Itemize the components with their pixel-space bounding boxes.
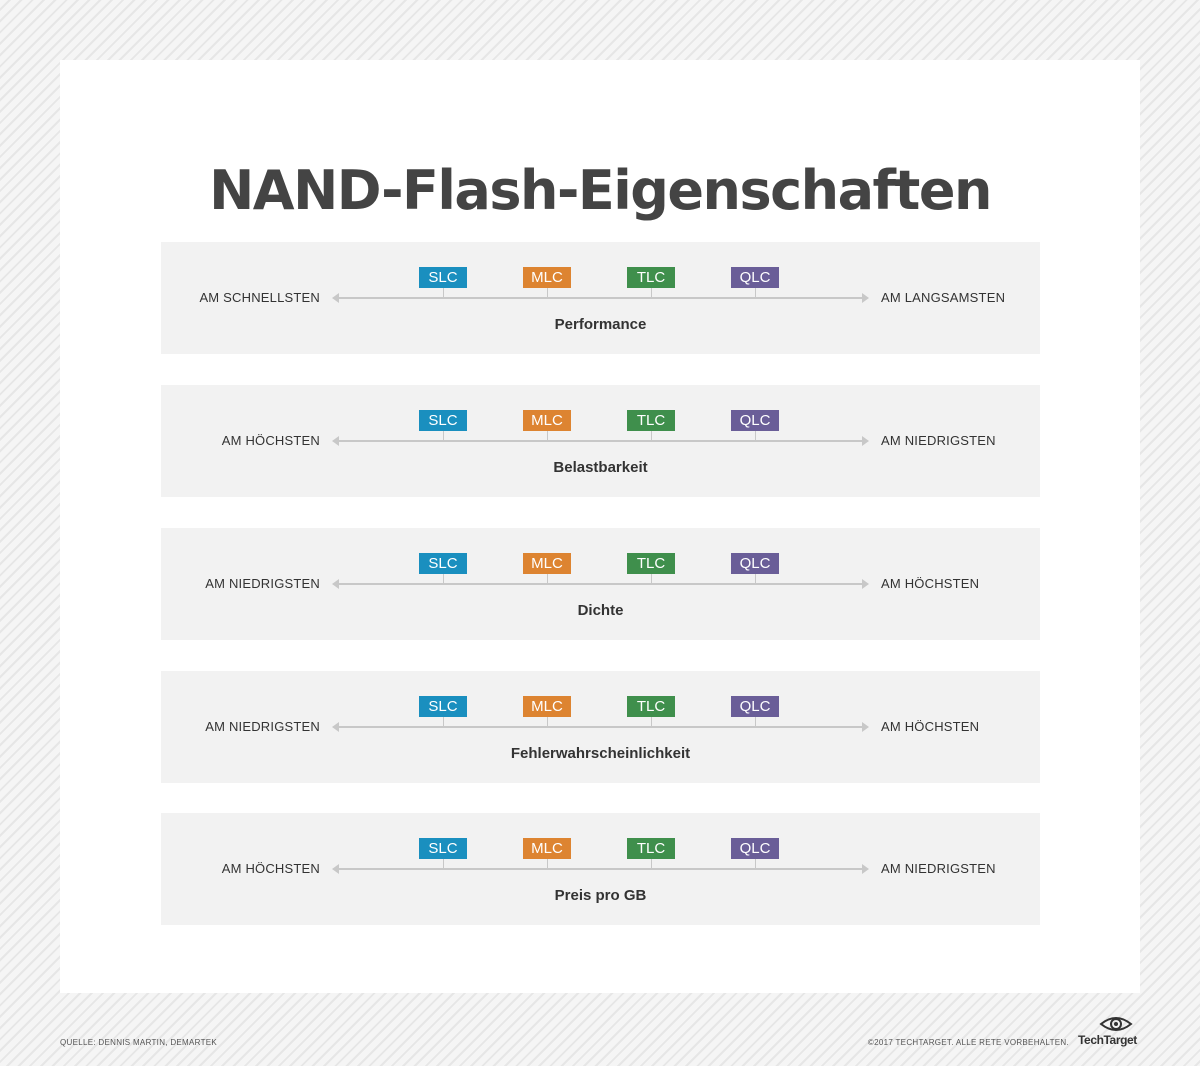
badge-mlc: MLC (523, 838, 571, 859)
row-left-label: AM SCHNELLSTEN (199, 290, 320, 305)
tick-mlc (547, 859, 548, 869)
badge-mlc: MLC (523, 696, 571, 717)
tick-slc (443, 574, 444, 584)
axis-line (332, 436, 869, 446)
tick-slc (443, 859, 444, 869)
row-right-label: AM HÖCHSTEN (881, 576, 980, 591)
arrow-left-icon (332, 864, 339, 874)
axis-line (332, 722, 869, 732)
row-performance: AM SCHNELLSTEN SLC MLC TLC QLC AM LANGSA… (161, 242, 1040, 354)
row-right-label: AM NIEDRIGSTEN (881, 861, 996, 876)
arrow-right-icon (862, 293, 869, 303)
logo-text: TechTarget (1078, 1033, 1137, 1047)
row-title: Performance (554, 316, 647, 333)
badge-mlc: MLC (523, 410, 571, 431)
tick-mlc (547, 288, 548, 298)
badge-qlc: QLC (731, 410, 779, 431)
arrow-left-icon (332, 579, 339, 589)
row-dichte: AM NIEDRIGSTEN SLC MLC TLC QLC AM HÖCHST… (161, 528, 1040, 640)
row-right-label: AM HÖCHSTEN (881, 719, 980, 734)
arrow-left-icon (332, 293, 339, 303)
arrow-right-icon (862, 722, 869, 732)
badge-tlc: TLC (627, 553, 675, 574)
eye-icon (1099, 1017, 1133, 1031)
row-title: Belastbarkeit (553, 459, 648, 476)
badge-tlc: TLC (627, 696, 675, 717)
tick-tlc (651, 288, 652, 298)
tick-mlc (547, 717, 548, 727)
badge-qlc: QLC (731, 838, 779, 859)
tick-tlc (651, 859, 652, 869)
badge-qlc: QLC (731, 696, 779, 717)
row-title: Dichte (577, 602, 624, 619)
badge-mlc: MLC (523, 553, 571, 574)
tick-qlc (755, 288, 756, 298)
tick-qlc (755, 717, 756, 727)
tick-qlc (755, 859, 756, 869)
axis-line (332, 293, 869, 303)
tick-qlc (755, 574, 756, 584)
row-right-label: AM LANGSAMSTEN (881, 290, 1006, 305)
badge-qlc: QLC (731, 267, 779, 288)
badge-slc: SLC (419, 267, 467, 288)
row-right-label: AM NIEDRIGSTEN (881, 433, 996, 448)
tick-slc (443, 288, 444, 298)
row-left-label: AM NIEDRIGSTEN (205, 719, 320, 734)
tick-tlc (651, 431, 652, 441)
badge-slc: SLC (419, 553, 467, 574)
infographic-card: NAND-Flash-Eigenschaften AM SCHNELLSTEN … (60, 60, 1140, 993)
page-title: NAND-Flash-Eigenschaften (209, 159, 992, 222)
arrow-right-icon (862, 579, 869, 589)
badge-tlc: TLC (627, 267, 675, 288)
row-left-label: AM HÖCHSTEN (221, 861, 320, 876)
row-fehlerwahrscheinlichkeit: AM NIEDRIGSTEN SLC MLC TLC QLC AM HÖCHST… (161, 671, 1040, 783)
badge-slc: SLC (419, 410, 467, 431)
arrow-left-icon (332, 436, 339, 446)
tick-tlc (651, 717, 652, 727)
badge-slc: SLC (419, 838, 467, 859)
row-left-label: AM HÖCHSTEN (221, 433, 320, 448)
row-title: Fehlerwahrscheinlichkeit (510, 745, 691, 762)
axis-line (332, 579, 869, 589)
tick-slc (443, 717, 444, 727)
techtarget-logo: TechTarget (1078, 1015, 1142, 1051)
tick-mlc (547, 574, 548, 584)
tick-mlc (547, 431, 548, 441)
arrow-right-icon (862, 436, 869, 446)
badge-qlc: QLC (731, 553, 779, 574)
row-left-label: AM NIEDRIGSTEN (205, 576, 320, 591)
badge-tlc: TLC (627, 410, 675, 431)
axis-line (332, 864, 869, 874)
badge-slc: SLC (419, 696, 467, 717)
row-preis-pro-gb: AM HÖCHSTEN SLC MLC TLC QLC AM NIEDRIGST… (161, 813, 1040, 925)
tick-qlc (755, 431, 756, 441)
source-credit: QUELLE: DENNIS MARTIN, DEMARTEK (60, 1038, 218, 1047)
arrow-left-icon (332, 722, 339, 732)
tick-tlc (651, 574, 652, 584)
badge-mlc: MLC (523, 267, 571, 288)
row-title: Preis pro GB (554, 887, 647, 904)
row-belastbarkeit: AM HÖCHSTEN SLC MLC TLC QLC AM NIEDRIGST… (161, 385, 1040, 497)
badge-tlc: TLC (627, 838, 675, 859)
arrow-right-icon (862, 864, 869, 874)
tick-slc (443, 431, 444, 441)
copyright-notice: ©2017 TECHTARGET. ALLE RETE VORBEHALTEN. (867, 1038, 1069, 1047)
